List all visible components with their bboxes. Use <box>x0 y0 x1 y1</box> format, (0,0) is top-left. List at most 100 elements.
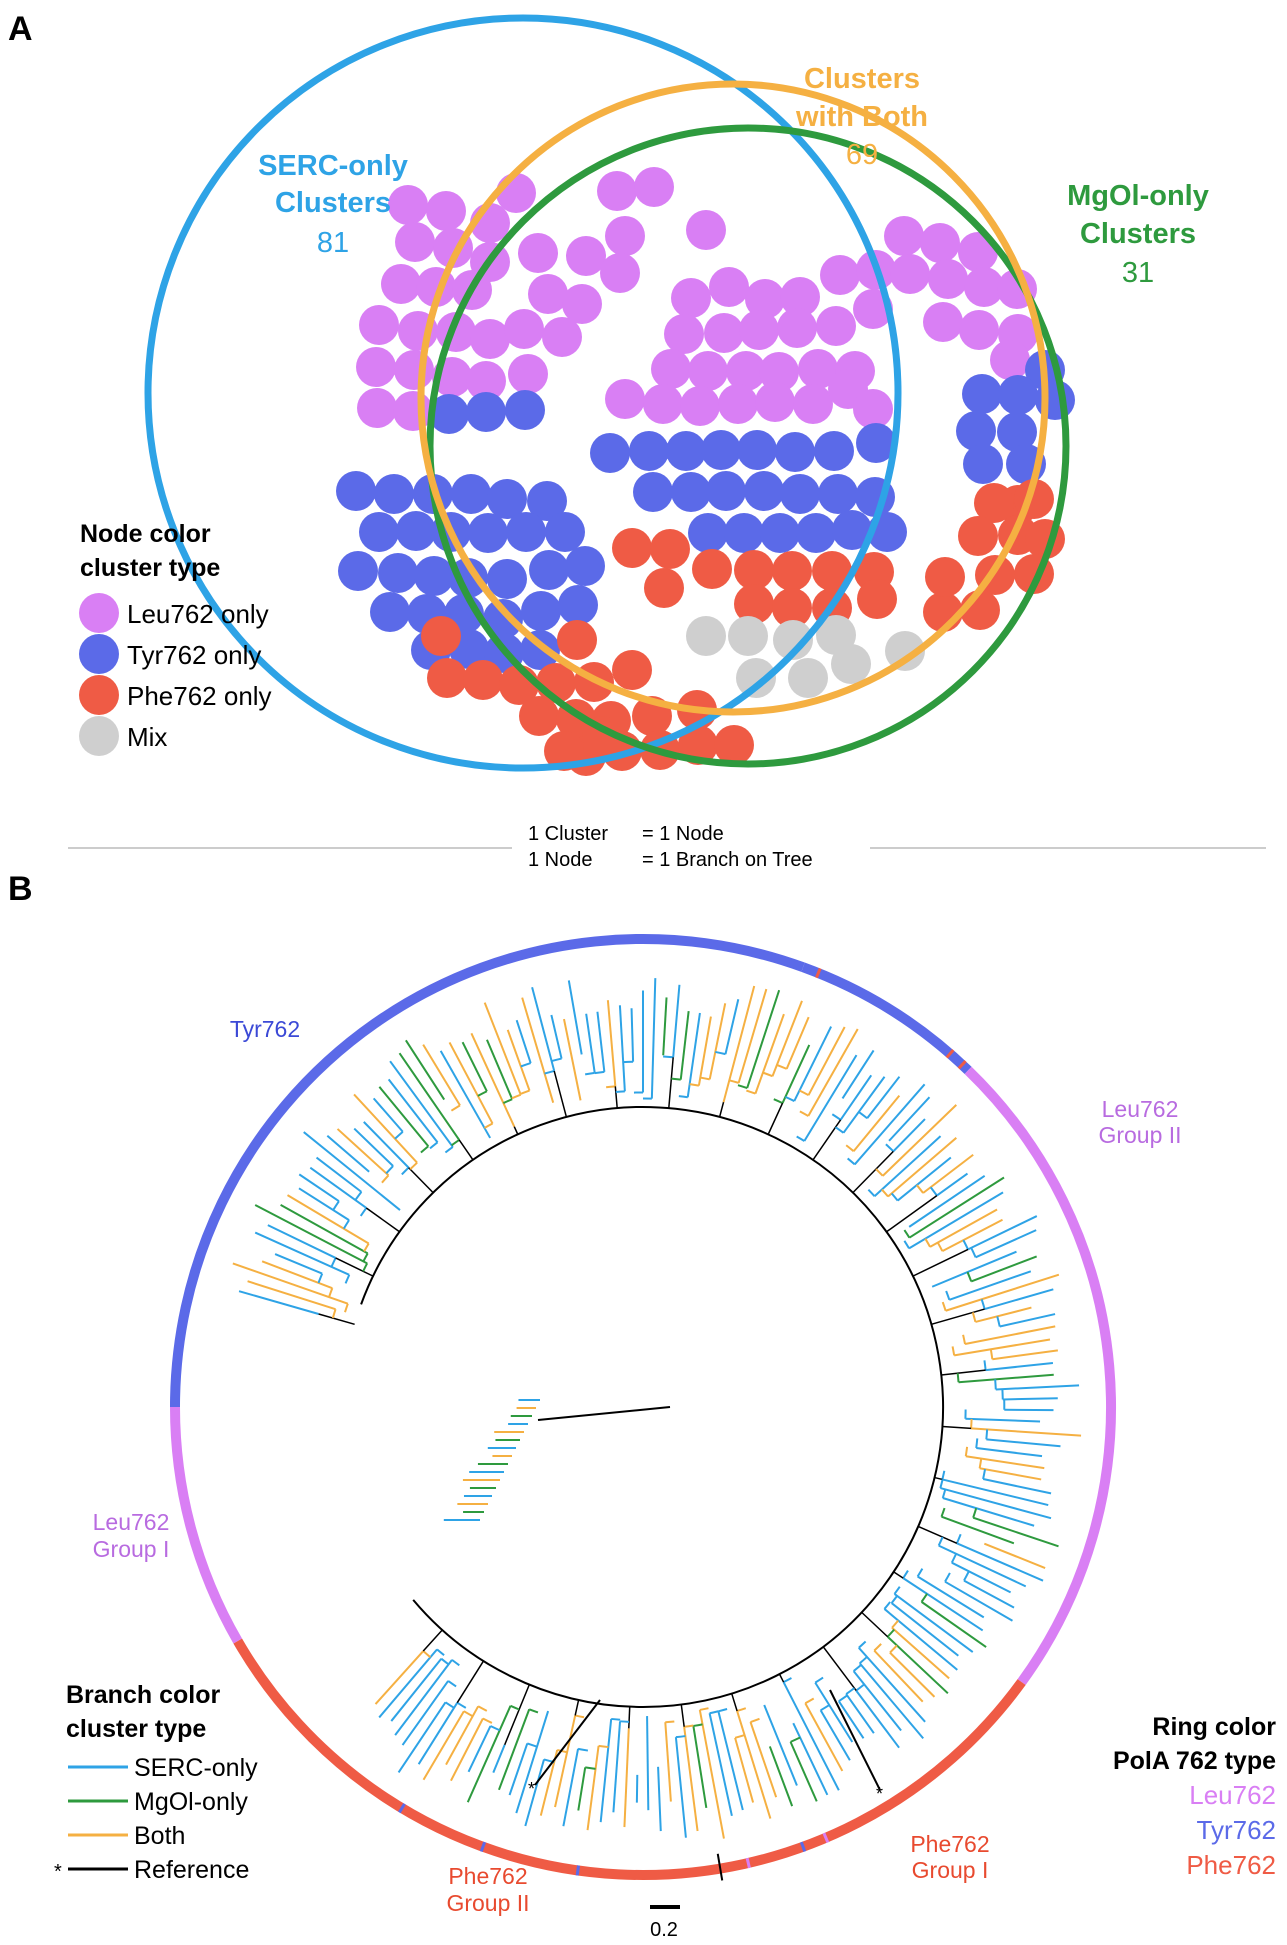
tree-internal-arc <box>893 1586 901 1595</box>
cluster-node-both <box>704 313 744 353</box>
cluster-node-both <box>605 379 645 419</box>
tree-leaf-branch <box>612 1721 622 1813</box>
cluster-node-serc <box>527 481 567 521</box>
tree-internal-arc <box>820 1704 830 1712</box>
legend-tyr-label: Tyr762 only <box>127 640 261 670</box>
cluster-node-both <box>745 279 785 319</box>
cluster-node-serc <box>565 546 605 586</box>
legend-leu-label: Leu762 only <box>127 599 269 629</box>
tree-leaf-branch <box>567 980 583 1055</box>
tree-leaf-branch <box>971 1427 1082 1437</box>
cluster-node-serc <box>505 390 545 430</box>
ring-labels: Tyr762 Leu762 Group II Leu762 Group I Ph… <box>93 1016 1182 1916</box>
tree-leaf-branch <box>466 1705 512 1803</box>
legend-phe-label: Phe762 only <box>127 681 272 711</box>
mgol-title-line2: Clusters <box>1080 218 1196 250</box>
tree-internal-arc <box>606 1085 616 1089</box>
phe762-group1-label-line2: Group I <box>912 1857 989 1883</box>
reference-marker-right: * <box>876 1784 883 1804</box>
tree-leaf-branch <box>852 1670 902 1732</box>
tree-leaf-branch <box>929 1208 998 1248</box>
cluster-node-both <box>780 474 820 514</box>
tree-internal-arc <box>693 1723 703 1727</box>
tree-leaf-branch <box>353 1127 394 1167</box>
tree-internal-arc <box>363 1242 370 1252</box>
tree-internal-arc <box>619 1720 630 1723</box>
tree-leaf-branch <box>387 1078 439 1143</box>
tree-internal-arc <box>796 1135 805 1142</box>
tree-internal-arc <box>845 1687 855 1695</box>
tree-internal-arc <box>451 1139 460 1147</box>
tree-leaf-branch <box>792 1722 829 1796</box>
cluster-node-serc <box>544 731 584 771</box>
tree-internal-arc <box>544 1069 555 1075</box>
cluster-node-both <box>820 255 860 295</box>
tree-leaf-branch <box>890 1602 959 1657</box>
tree-internal-branch <box>931 1308 985 1326</box>
tree-internal-arc <box>440 1657 450 1666</box>
tree-leaf-branch <box>394 1659 453 1736</box>
tree-leaf-branch <box>261 1260 333 1290</box>
tree-internal-arc <box>344 1274 351 1284</box>
serc-title-line2: Clusters <box>275 187 391 219</box>
tree-leaf-branch <box>985 1361 1054 1372</box>
tree-internal-arc <box>729 1079 739 1084</box>
tree-internal-arc <box>873 1643 882 1652</box>
tree-internal-arc <box>715 1050 726 1056</box>
tree-internal-branch <box>778 1673 785 1683</box>
legend-leu-swatch <box>79 593 119 633</box>
tree-leaf-branch <box>958 1373 1054 1384</box>
cluster-node-serc <box>612 650 652 690</box>
tree-internal-branch <box>365 1207 400 1233</box>
cluster-node-mgol <box>884 216 924 256</box>
tree-internal-branch <box>335 1257 374 1277</box>
cluster-node-serc <box>414 556 454 596</box>
tree-internal-arc <box>663 1055 674 1059</box>
cluster-node-serc <box>528 274 568 314</box>
tree-backbone <box>360 1106 944 1708</box>
tree-internal-arc <box>889 1644 898 1654</box>
tree-internal-arc <box>456 1701 467 1709</box>
tree-leaf-branch <box>888 1096 931 1142</box>
tree-internal-arc <box>394 1131 404 1140</box>
serc-count: 81 <box>317 227 349 259</box>
tree-internal-arc <box>684 1724 694 1728</box>
tree-internal-arc <box>332 1200 340 1211</box>
tree-leaf-branch <box>724 998 740 1055</box>
tree-leaf-branch <box>606 1000 617 1087</box>
tree-internal-arc <box>985 1429 989 1440</box>
tree-internal-arc <box>951 1346 956 1356</box>
tree-internal-arc <box>477 1705 488 1712</box>
tree-leaf-branch <box>697 1016 712 1086</box>
tree-leaf-branch <box>692 1725 708 1809</box>
tree-internal-branch <box>861 1611 889 1638</box>
tree-leaf-branch <box>746 989 781 1089</box>
scale-bar-label: 0.2 <box>650 1919 678 1941</box>
tree-internal-arc <box>814 1676 824 1684</box>
tree-leaf-branch <box>336 1128 390 1177</box>
tree-leaf-branch <box>679 1011 690 1080</box>
tree-internal-arc <box>978 1458 983 1469</box>
tree-root-branch <box>537 1406 671 1421</box>
tree-reference-branch <box>534 1699 601 1786</box>
tree-leaf-branch <box>852 1095 901 1152</box>
tree-internal-arc <box>511 1093 522 1100</box>
tree-internal-branch <box>458 1139 474 1161</box>
cluster-node-serc <box>370 592 410 632</box>
cluster-node-mgol <box>920 223 960 263</box>
tree-leaf-branch <box>942 1478 1049 1507</box>
legend-reference-marker: * <box>54 1861 62 1883</box>
tree-leaf-branch <box>814 1682 854 1743</box>
cluster-node-serc <box>381 264 421 304</box>
cluster-node-serc <box>429 394 469 434</box>
ring-variant-tick <box>799 1841 807 1852</box>
cluster-node-both <box>816 306 856 346</box>
cluster-node-serc <box>426 191 466 231</box>
tree-leaf-branch <box>976 1447 1043 1458</box>
tree-leaf-branch <box>963 1579 1015 1609</box>
tree-internal-arc <box>804 1697 815 1705</box>
ring-legend-title-line1: Ring color <box>1152 1713 1276 1741</box>
tree-internal-arc <box>422 1650 432 1659</box>
cluster-node-serc <box>466 392 506 432</box>
cluster-node-both <box>688 351 728 391</box>
